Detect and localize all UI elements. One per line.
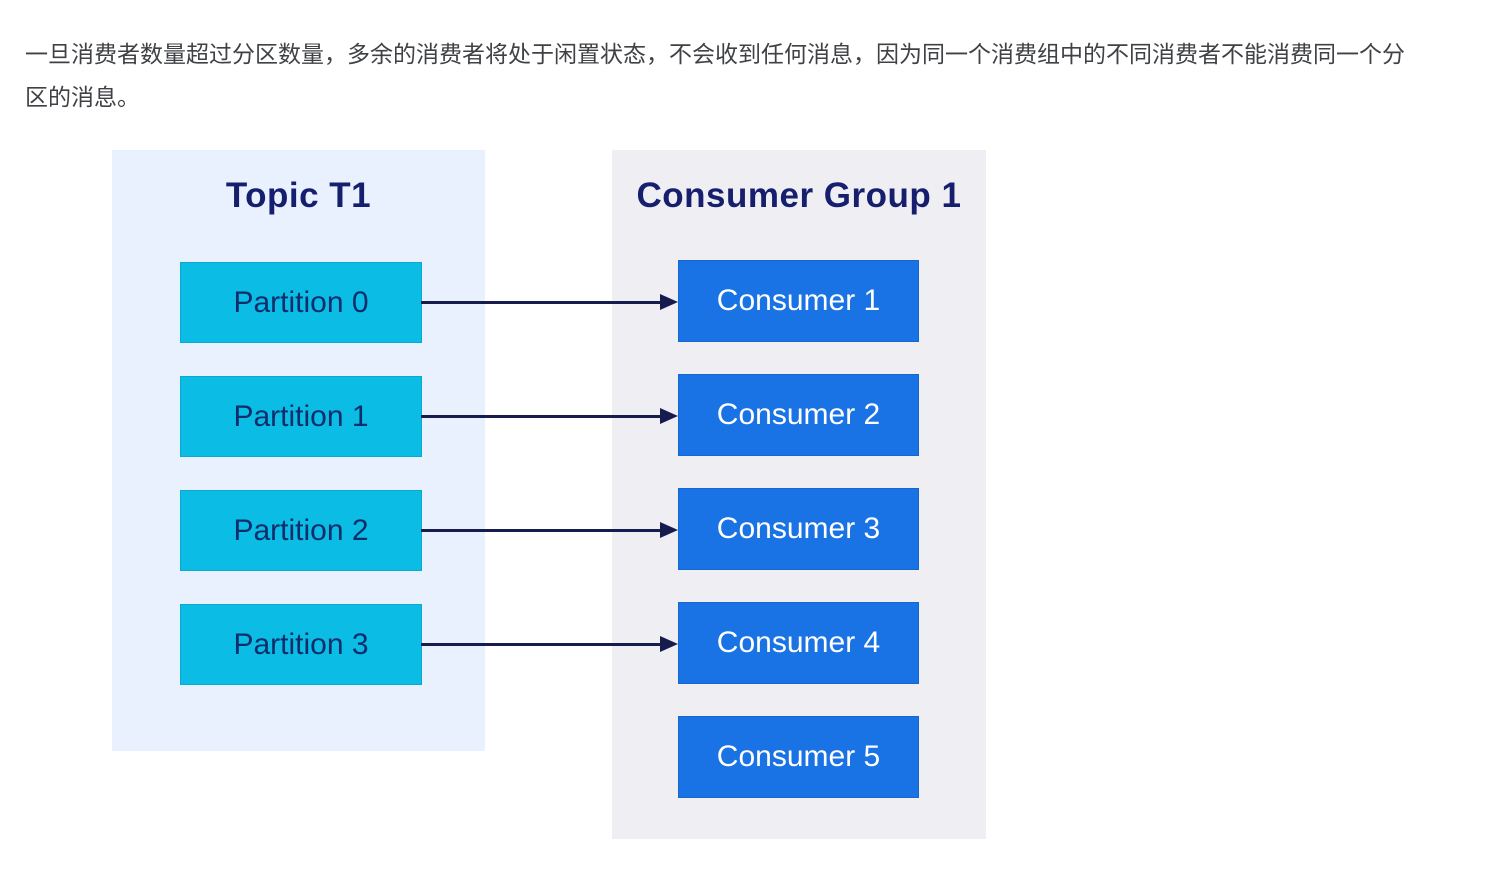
partition-box-3: Partition 3 xyxy=(180,604,422,685)
partition-box-0: Partition 0 xyxy=(180,262,422,343)
description-text: 一旦消费者数量超过分区数量，多余的消费者将处于闲置状态，不会收到任何消息，因为同… xyxy=(25,33,1405,119)
consumer-box-5: Consumer 5 xyxy=(678,716,919,798)
arrowhead-icon xyxy=(660,522,678,538)
description-line-1: 一旦消费者数量超过分区数量，多余的消费者将处于闲置状态，不会收到任何消息，因为同… xyxy=(25,41,1405,67)
arrow-partition1-to-consumer2 xyxy=(421,408,678,424)
arrow-shaft xyxy=(421,300,661,304)
arrowhead-icon xyxy=(660,408,678,424)
topic-title: Topic T1 xyxy=(225,176,372,215)
arrow-shaft xyxy=(421,642,661,646)
partition-box-1: Partition 1 xyxy=(180,376,422,457)
arrow-partition0-to-consumer1 xyxy=(421,294,678,310)
arrow-shaft xyxy=(421,414,661,418)
arrowhead-icon xyxy=(660,294,678,310)
consumer-group-title: Consumer Group 1 xyxy=(636,176,962,215)
consumer-box-1: Consumer 1 xyxy=(678,260,919,342)
arrow-partition2-to-consumer3 xyxy=(421,522,678,538)
consumer-box-4: Consumer 4 xyxy=(678,602,919,684)
consumer-box-3: Consumer 3 xyxy=(678,488,919,570)
consumer-list: Consumer 1 Consumer 2 Consumer 3 Consumer 4… xyxy=(678,260,919,830)
partition-box-2: Partition 2 xyxy=(180,490,422,571)
arrow-partition3-to-consumer4 xyxy=(421,636,678,652)
arrow-shaft xyxy=(421,528,661,532)
arrowhead-icon xyxy=(660,636,678,652)
consumer-box-2: Consumer 2 xyxy=(678,374,919,456)
partition-list: Partition 0 Partition 1 Partition 2 Partiti… xyxy=(180,262,422,718)
description-line-2: 区的消息。 xyxy=(25,84,140,110)
